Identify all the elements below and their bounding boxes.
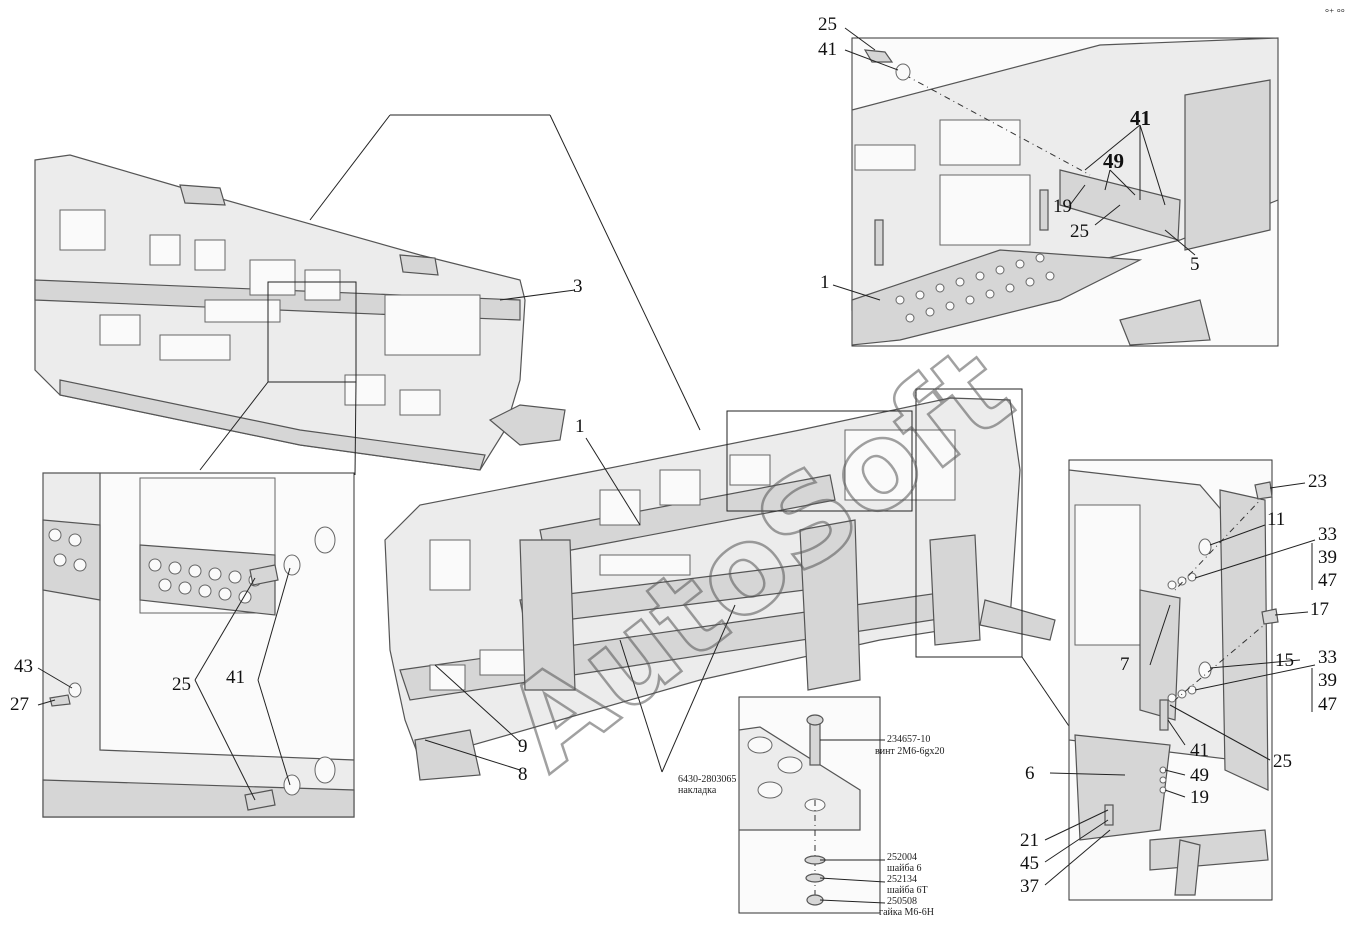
callout-ti-19: 19 <box>1053 196 1072 217</box>
inset-bottom-middle <box>738 696 881 914</box>
bumper-assembly-view <box>34 154 566 471</box>
callout-r-7: 7 <box>1120 654 1130 675</box>
callout-r-39b: 39 <box>1318 670 1337 691</box>
callout-r-37: 37 <box>1020 876 1039 897</box>
callout-r-45: 45 <box>1020 853 1039 874</box>
inset-top-right <box>851 37 1279 347</box>
note-cover-code: 6430-2803065 <box>678 774 736 785</box>
callout-tl-41: 41 <box>818 39 837 60</box>
callout-r-11: 11 <box>1267 509 1285 530</box>
callout-r-33b: 33 <box>1318 647 1337 668</box>
callout-r-41: 41 <box>1190 740 1209 761</box>
step-plate-holes <box>48 528 262 604</box>
callout-bl-25: 25 <box>172 674 191 695</box>
callout-9: 9 <box>518 736 528 757</box>
corner-mark: °⁺ °° <box>1325 8 1345 19</box>
callout-bl-41: 41 <box>226 667 245 688</box>
callout-bl-43: 43 <box>14 656 33 677</box>
bumper-rear-view <box>384 397 1056 781</box>
note-screw-name: винт 2М6-6gx20 <box>875 746 945 757</box>
callout-ti-25: 25 <box>1070 221 1089 242</box>
callout-ti-49: 49 <box>1103 149 1124 173</box>
callout-1-main: 1 <box>575 416 585 437</box>
note-lockwasher-code: 252134 <box>887 874 917 885</box>
callout-r-25: 25 <box>1273 751 1292 772</box>
callout-ti-5: 5 <box>1190 254 1200 275</box>
callout-r-17: 17 <box>1310 599 1329 620</box>
callout-r-21: 21 <box>1020 830 1039 851</box>
inset-right <box>1068 459 1273 901</box>
note-washer-code: 252004 <box>887 852 917 863</box>
callout-tl-25: 25 <box>818 14 837 35</box>
callout-r-39a: 39 <box>1318 547 1337 568</box>
note-screw-code: 234657-10 <box>887 734 930 745</box>
callout-8: 8 <box>518 764 528 785</box>
note-cover-name: накладка <box>678 785 717 796</box>
note-lockwasher-name: шайба 6Т <box>887 885 928 896</box>
callout-tr-1: 1 <box>820 272 830 293</box>
inset-bottom-left <box>42 472 355 818</box>
callout-bl-27: 27 <box>10 694 29 715</box>
note-washer-name: шайба 6 <box>887 863 922 874</box>
callout-r-19: 19 <box>1190 787 1209 808</box>
callout-r-15: 15 <box>1275 650 1294 671</box>
callout-ti-41: 41 <box>1130 106 1151 130</box>
callout-r-23: 23 <box>1308 471 1327 492</box>
step-plate-perforated <box>895 253 1055 323</box>
callout-3: 3 <box>573 276 583 297</box>
note-nut-code: 250508 <box>887 896 917 907</box>
callout-r-47b: 47 <box>1318 694 1337 715</box>
callout-r-33a: 33 <box>1318 524 1337 545</box>
callout-r-47a: 47 <box>1318 570 1337 591</box>
note-nut-name: гайка М6-6Н <box>879 907 934 918</box>
callout-r-49: 49 <box>1190 765 1209 786</box>
callout-r-6: 6 <box>1025 763 1035 784</box>
